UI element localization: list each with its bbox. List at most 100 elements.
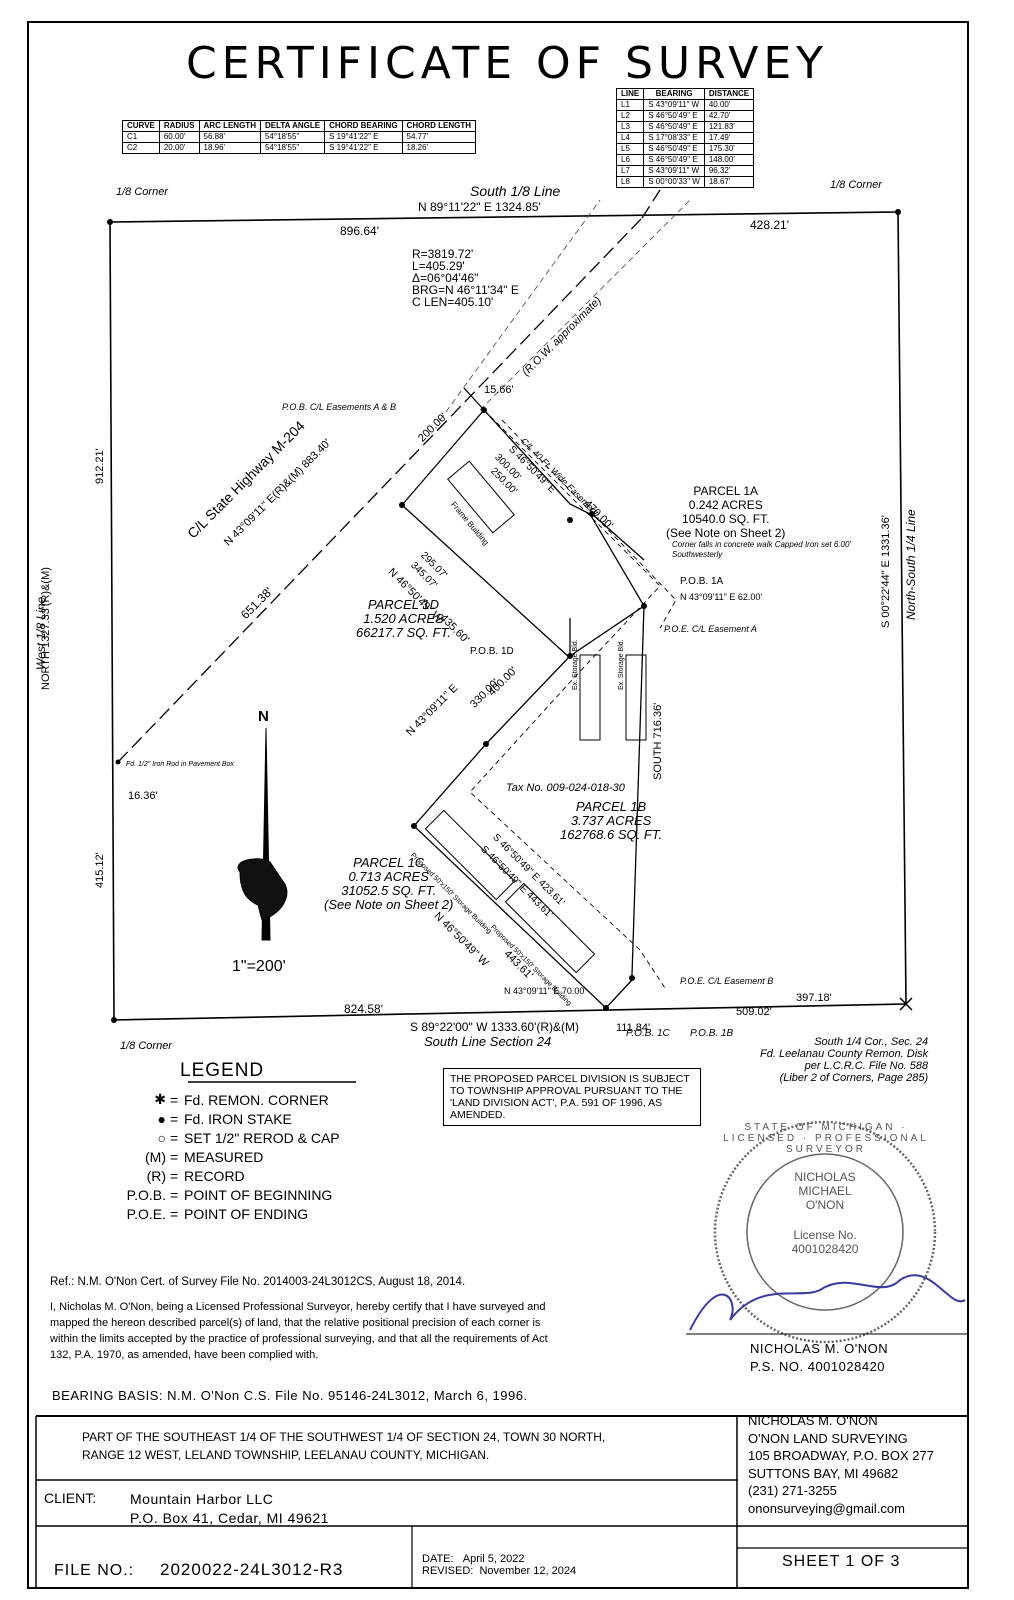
north-arrow (237, 727, 288, 941)
curve-data-block-line: R=3819.72' (412, 247, 474, 261)
line-table-cell: 121.83' (703, 121, 755, 133)
south-left-distance: 824.58' (344, 1002, 383, 1016)
parcel-1d-block-line: 1.520 ACRES (363, 611, 444, 626)
parcel-lines (401, 387, 645, 1009)
line-table-header: DISTANCE (703, 88, 755, 100)
line-table-cell: 40.00' (703, 99, 755, 111)
poe-easement-b-label: P.O.E. C/L Easement B (680, 976, 774, 986)
east-line-label: North-South 1/4 Line (904, 509, 918, 620)
curve-table-cell: C1 (122, 131, 160, 143)
signature (689, 1274, 966, 1331)
file-number: 2020022-24L3012-R3 (160, 1560, 344, 1579)
line-table-cell: 96.32' (703, 165, 755, 177)
curve-data-block-line: BRG=N 46°11'34" E (412, 283, 519, 297)
legal-description-line: PART OF THE SOUTHEAST 1/4 OF THE SOUTHWE… (82, 1430, 606, 1444)
curve-table-header: CHORD LENGTH (401, 120, 477, 132)
legend-item: (M)=MEASURED (110, 1147, 340, 1166)
north-line-bearing: N 89°11'22" E 1324.85' (418, 200, 541, 214)
surveyor-seal (713, 1120, 937, 1344)
curve-table-header: CURVE (122, 120, 160, 132)
pob-1b-label: P.O.B. 1B (690, 1028, 734, 1039)
south-509-distance: 509.02' (736, 1006, 772, 1018)
line-table-cell: S 46°50'49" E (643, 154, 705, 166)
seal-license-number: 4001028420 (791, 1242, 859, 1256)
legend-item: ○=SET 1/2" REROD & CAP (110, 1128, 340, 1147)
line-table-cell: L3 (615, 121, 645, 133)
quarter-corner-block-line: per L.C.R.C. File No. 588 (804, 1060, 929, 1072)
legend: LEGEND ✱=Fd. REMON. CORNER●=Fd. IRON STA… (110, 1060, 340, 1223)
curve-table-cell: 54.77' (401, 131, 477, 143)
corner-ne-label: 1/8 Corner (830, 179, 882, 191)
legend-equals: = (170, 1148, 179, 1165)
curve-data-block-line: Δ=06°04'46" (412, 271, 479, 285)
parcel-1a-block-line: (See Note on Sheet 2) (666, 526, 786, 540)
revised-value: November 12, 2024 (479, 1565, 577, 1577)
legend-text: MEASURED (184, 1148, 264, 1165)
seal-name-line: O'NON (805, 1198, 845, 1212)
scale-label: 1"=200' (232, 958, 286, 975)
south-397-distance: 397.18' (796, 992, 832, 1004)
easement-lines (469, 409, 677, 989)
firm-line: 105 BROADWAY, P.O. BOX 277 (748, 1448, 934, 1463)
township-notice: THE PROPOSED PARCEL DIVISION IS SUBJECT … (443, 1068, 701, 1126)
legend-text: Fd. IRON STAKE (184, 1110, 292, 1127)
tax-number: Tax No. 009-024-018-30 (506, 782, 625, 794)
line-table-cell: L8 (615, 176, 645, 188)
parcel-1c-small-bearing: N 43°09'11" E 70.00' (504, 986, 587, 996)
date-label: DATE: (422, 1553, 454, 1565)
poe-easement-a-label: P.O.E. C/L Easement A (664, 624, 757, 634)
curve-table-cell: S 19°41'22" E (324, 131, 403, 143)
curve-data-block: R=3819.72'L=405.29'Δ=06°04'46"BRG=N 46°1… (412, 248, 519, 308)
corner-nw-label: 1/8 Corner (116, 186, 168, 198)
file-label: FILE NO.: (54, 1562, 135, 1579)
parcel-1c-block-line: (See Note on Sheet 2) (324, 897, 454, 912)
legend-equals: = (170, 1167, 179, 1184)
reference-note: Ref.: N.M. O'Non Cert. of Survey File No… (50, 1276, 466, 1288)
legend-symbol: (R) (146, 1167, 166, 1184)
signer-block: NICHOLAS M. O'NON P.S. NO. 4001028420 (750, 1340, 888, 1376)
north-right-distance: 428.21' (750, 218, 789, 232)
client-info: Mountain Harbor LLC P.O. Box 41, Cedar, … (130, 1490, 329, 1528)
parcel-1c-block-line: 0.713 ACRES (348, 869, 429, 884)
parcel-1b-block-line: 162768.6 SQ. FT. (560, 827, 663, 842)
revised-label: REVISED: (422, 1565, 474, 1577)
certification-statement: I, Nicholas M. O'Non, being a Licensed P… (50, 1301, 548, 1361)
line-table-cell: S 17°08'33" E (643, 132, 705, 144)
parcel-1a-block-line: 0.242 ACRES (688, 498, 763, 512)
legend-item: P.O.B.=POINT OF BEGINNING (110, 1185, 340, 1204)
storage-building-label: Ex. Storage Bld. (618, 639, 625, 690)
line-table-cell: S 00°00'33" W (643, 176, 705, 188)
iron-rod-note: Fd. 1/2" Iron Rod in Pavement Box (126, 761, 234, 768)
curve-table-header: DELTA ANGLE (259, 120, 326, 132)
seal-name-line: NICHOLAS (794, 1170, 856, 1184)
parcel-1d-block-line: PARCEL 1D (367, 597, 439, 612)
line-table-header: BEARING (643, 88, 705, 100)
line-table-cell: S 43°09'11" W (643, 99, 705, 111)
line-table-cell: L7 (615, 165, 645, 177)
curve-table-cell: C2 (122, 142, 160, 154)
quarter-corner-block-line: Fd. Leelanau County Remon. Disk (760, 1048, 929, 1060)
quarter-corner-block-line: (Liber 2 of Corners, Page 285) (779, 1072, 929, 1084)
client-label: CLIENT: (44, 1490, 97, 1506)
pob-1c-label: P.O.B. 1C (626, 1028, 670, 1039)
section-boundary (109, 211, 907, 1021)
legal-description-line: RANGE 12 WEST, LELAND TOWNSHIP, LEELANAU… (82, 1448, 490, 1462)
client-address: P.O. Box 41, Cedar, MI 49621 (130, 1510, 329, 1526)
legend-item: ●=Fd. IRON STAKE (110, 1109, 340, 1128)
pob-1a-label: P.O.B. 1A (680, 576, 724, 587)
pob-1a-bearing: N 43°09'11" E 62.00' (680, 592, 763, 602)
legend-equals: = (170, 1129, 179, 1146)
curve-data-block-line: L=405.29' (412, 259, 465, 273)
distance-15-66: 15.66' (484, 384, 514, 396)
legend-symbol: ○ (157, 1129, 166, 1146)
legend-item: ✱=Fd. REMON. CORNER (110, 1090, 340, 1109)
corner-markers (107, 209, 901, 1023)
